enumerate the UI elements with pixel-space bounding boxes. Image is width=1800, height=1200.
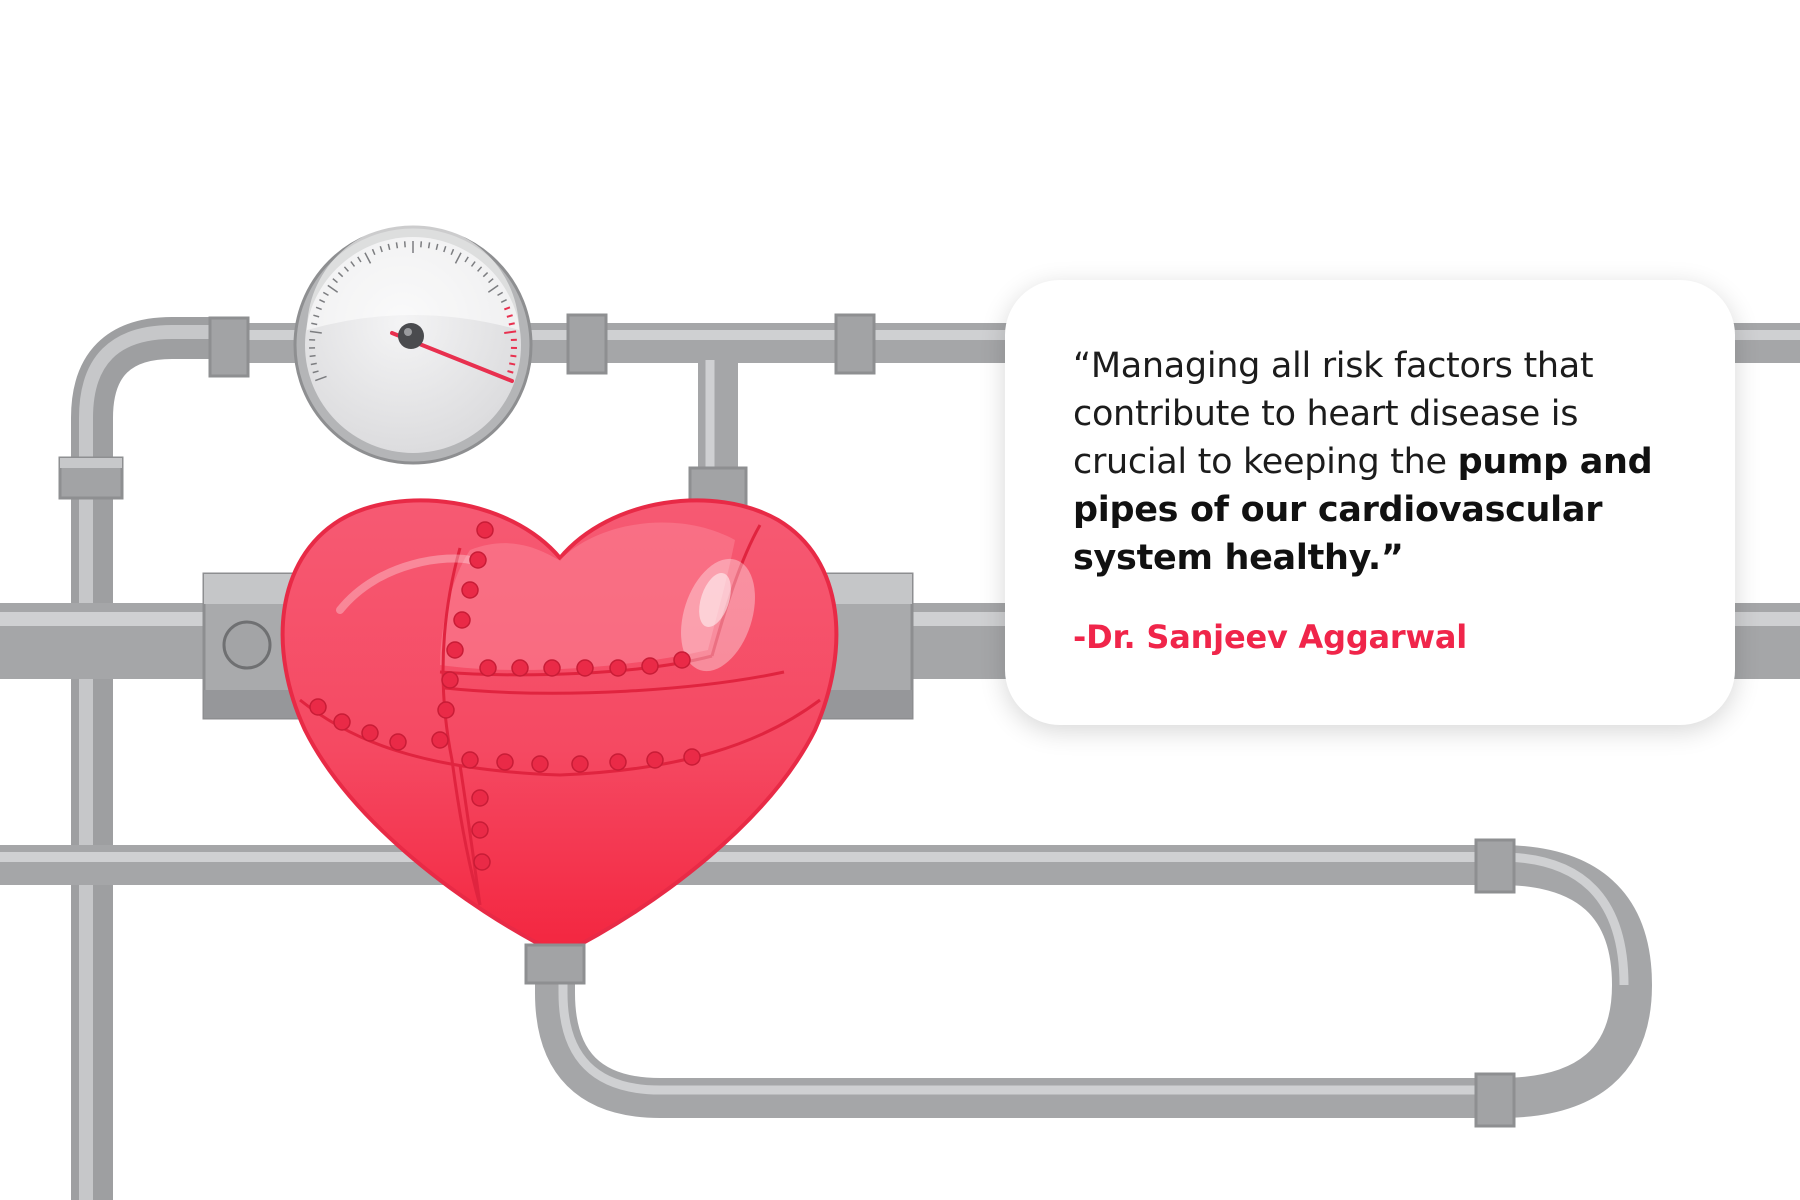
- heart-rivet: [531, 755, 549, 773]
- heart-rivet: [446, 641, 464, 659]
- heart-rivet: [609, 753, 627, 771]
- u-bend-pipe: [535, 845, 1653, 1118]
- gauge-tick: [309, 330, 322, 334]
- heart-rivet: [361, 724, 379, 742]
- heart-rivet: [441, 671, 459, 689]
- quote-text-bold: pump and pipes of our cardiovascular sys…: [1073, 442, 1653, 578]
- gauge-tick: [454, 252, 462, 264]
- gauge-tick: [487, 284, 499, 293]
- gauge-tick: [310, 362, 317, 366]
- quote-text: “Managing all risk factors that contribu…: [1073, 342, 1680, 582]
- heart-rivet: [609, 659, 627, 677]
- heart-rivet: [461, 581, 479, 599]
- gauge-tick: [327, 284, 339, 293]
- heart-rivet: [571, 755, 589, 773]
- quote-text-regular: “Managing all risk factors that contribu…: [1073, 346, 1594, 482]
- gauge-tick: [319, 299, 326, 303]
- gauge-tick: [364, 252, 372, 264]
- heart-rivet: [511, 659, 529, 677]
- pressure-gauge-icon: [293, 224, 533, 465]
- heart-rivet: [431, 731, 449, 749]
- heart-rivet: [479, 659, 497, 677]
- heart-rivet: [673, 651, 691, 669]
- gauge-tick: [343, 266, 349, 272]
- gauge-tick: [497, 291, 504, 297]
- gauge-tick: [500, 299, 507, 303]
- heart-rivet: [453, 611, 471, 629]
- gauge-tick: [312, 370, 319, 374]
- gauge-tick: [507, 370, 514, 374]
- heart-rivet: [471, 821, 489, 839]
- gauge-tick: [427, 242, 431, 249]
- gauge-tick: [357, 256, 362, 263]
- heart-rivet: [576, 659, 594, 677]
- gauge-tick: [313, 314, 320, 318]
- heart-outlet-coupling: [524, 943, 586, 985]
- heart-rivet: [496, 753, 514, 771]
- gauge-tick: [379, 246, 383, 253]
- gauge-tick: [510, 354, 517, 358]
- heart-rivet: [309, 698, 327, 716]
- gauge-tick: [387, 243, 391, 250]
- heart-rivet: [476, 521, 494, 539]
- gauge-tick: [315, 306, 322, 311]
- heart-rivet: [389, 733, 407, 751]
- heart-rivet: [641, 657, 659, 675]
- gauge-tick: [371, 248, 376, 256]
- gauge-tick: [450, 248, 455, 256]
- gauge-tick: [395, 242, 399, 249]
- heart-rivet: [683, 748, 701, 766]
- gauge-tick: [464, 256, 469, 263]
- gauge-tick: [504, 330, 517, 334]
- gauge-tick: [309, 354, 316, 358]
- gauge-tick: [315, 375, 327, 382]
- heart-rivet: [543, 659, 561, 677]
- gauge-tick: [508, 322, 515, 326]
- heart-rivet: [646, 751, 664, 769]
- heart-rivet: [333, 713, 351, 731]
- gauge-tick: [435, 243, 439, 250]
- gauge-tick: [322, 291, 329, 297]
- heart-pump-icon: [280, 498, 839, 958]
- gauge-tick: [503, 306, 511, 311]
- gauge-tick: [470, 261, 476, 267]
- gauge-tick: [332, 278, 338, 284]
- gauge-tick: [477, 266, 483, 272]
- quote-author: -Dr. Sanjeev Aggarwal: [1073, 618, 1468, 656]
- heart-rivet: [473, 853, 491, 871]
- gauge-tick: [443, 246, 447, 253]
- gauge-tick: [350, 261, 356, 267]
- housing-bolt: [222, 620, 272, 670]
- gauge-tick: [506, 314, 513, 318]
- heart-rivet: [469, 551, 487, 569]
- heart-rivet: [437, 701, 455, 719]
- gauge-tick: [482, 272, 489, 278]
- gauge-tick: [488, 278, 494, 284]
- heart-rivet: [461, 751, 479, 769]
- gauge-tick: [337, 272, 344, 278]
- gauge-tick: [311, 322, 318, 326]
- quote-card: “Managing all risk factors that contribu…: [1005, 280, 1735, 725]
- heart-rivet: [471, 789, 489, 807]
- gauge-tick: [509, 362, 516, 366]
